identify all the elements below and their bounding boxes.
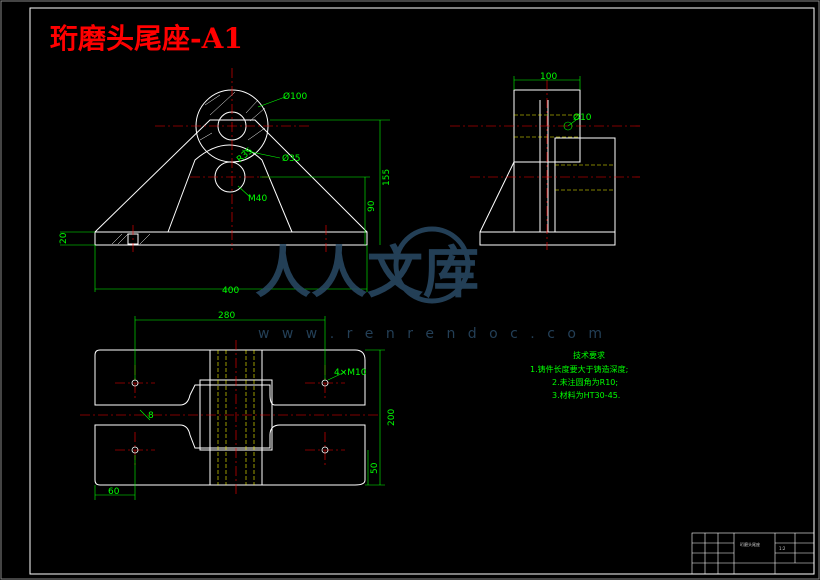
title-block-name: 珩磨头尾座 [740,541,760,547]
plan-holes [131,379,329,454]
side-rib [479,161,515,233]
dim-bore-outer: Ø100 [283,91,308,102]
dim-side-width: 100 [540,72,557,82]
base-plate [94,231,368,246]
notes-item-3: 3.材料为HT30-45. [552,390,620,400]
dim-thread: M40 [248,194,267,204]
drawing-title: 珩磨头尾座-A1 [50,22,243,55]
watermark: 人人文库 w w w . r e n r e n d o c . c o m [255,226,606,342]
plan-view [94,349,366,486]
dim-total-height: 155 [382,169,392,186]
side-base [479,231,616,246]
title-block-scale: 1:2 [779,546,786,551]
front-view [94,89,368,246]
notes-item-1: 1.铸件长度要大于铸造深度; [530,364,628,374]
title-block [691,532,815,575]
front-centerlines [132,68,327,252]
plan-hidden [217,350,255,485]
dim-half-depth: 50 [370,462,380,474]
dim-hole-spacing: 280 [218,311,235,321]
notes-item-2: 2.未注圆角为R10; [552,377,618,387]
dim-edge-offset: 60 [108,487,120,497]
dim-bore-inner: Ø35 [282,153,301,164]
plan-outline-bottom [94,424,366,486]
side-centerlines [450,80,640,250]
boss-hatch [111,91,266,245]
watermark-url: w w w . r e n r e n d o c . c o m [258,326,606,342]
dim-side-hole: Ø10 [573,112,592,123]
plan-dimensions [94,316,385,500]
plan-centerlines [80,340,380,495]
plan-outline-top [94,349,366,406]
triangle-body [94,119,368,233]
drawing-frame [29,7,815,575]
dim-holes: 4×M10 [334,368,367,378]
inner-arch [167,144,293,233]
side-right-block [554,137,616,233]
side-dimensions [513,76,581,131]
watermark-brand: 人人文库 [255,240,479,306]
dim-base-thickness: 20 [59,232,69,244]
notes-heading: 技术要求 [573,350,605,360]
front-dimensions [60,96,390,292]
dim-base-width: 400 [222,286,239,296]
dim-slot: 8 [148,411,154,421]
dim-center-height: 90 [367,200,377,212]
side-view [479,89,616,246]
watermark-circle [393,226,471,304]
dim-radius: R35 [235,146,255,165]
dim-depth: 200 [387,409,397,426]
